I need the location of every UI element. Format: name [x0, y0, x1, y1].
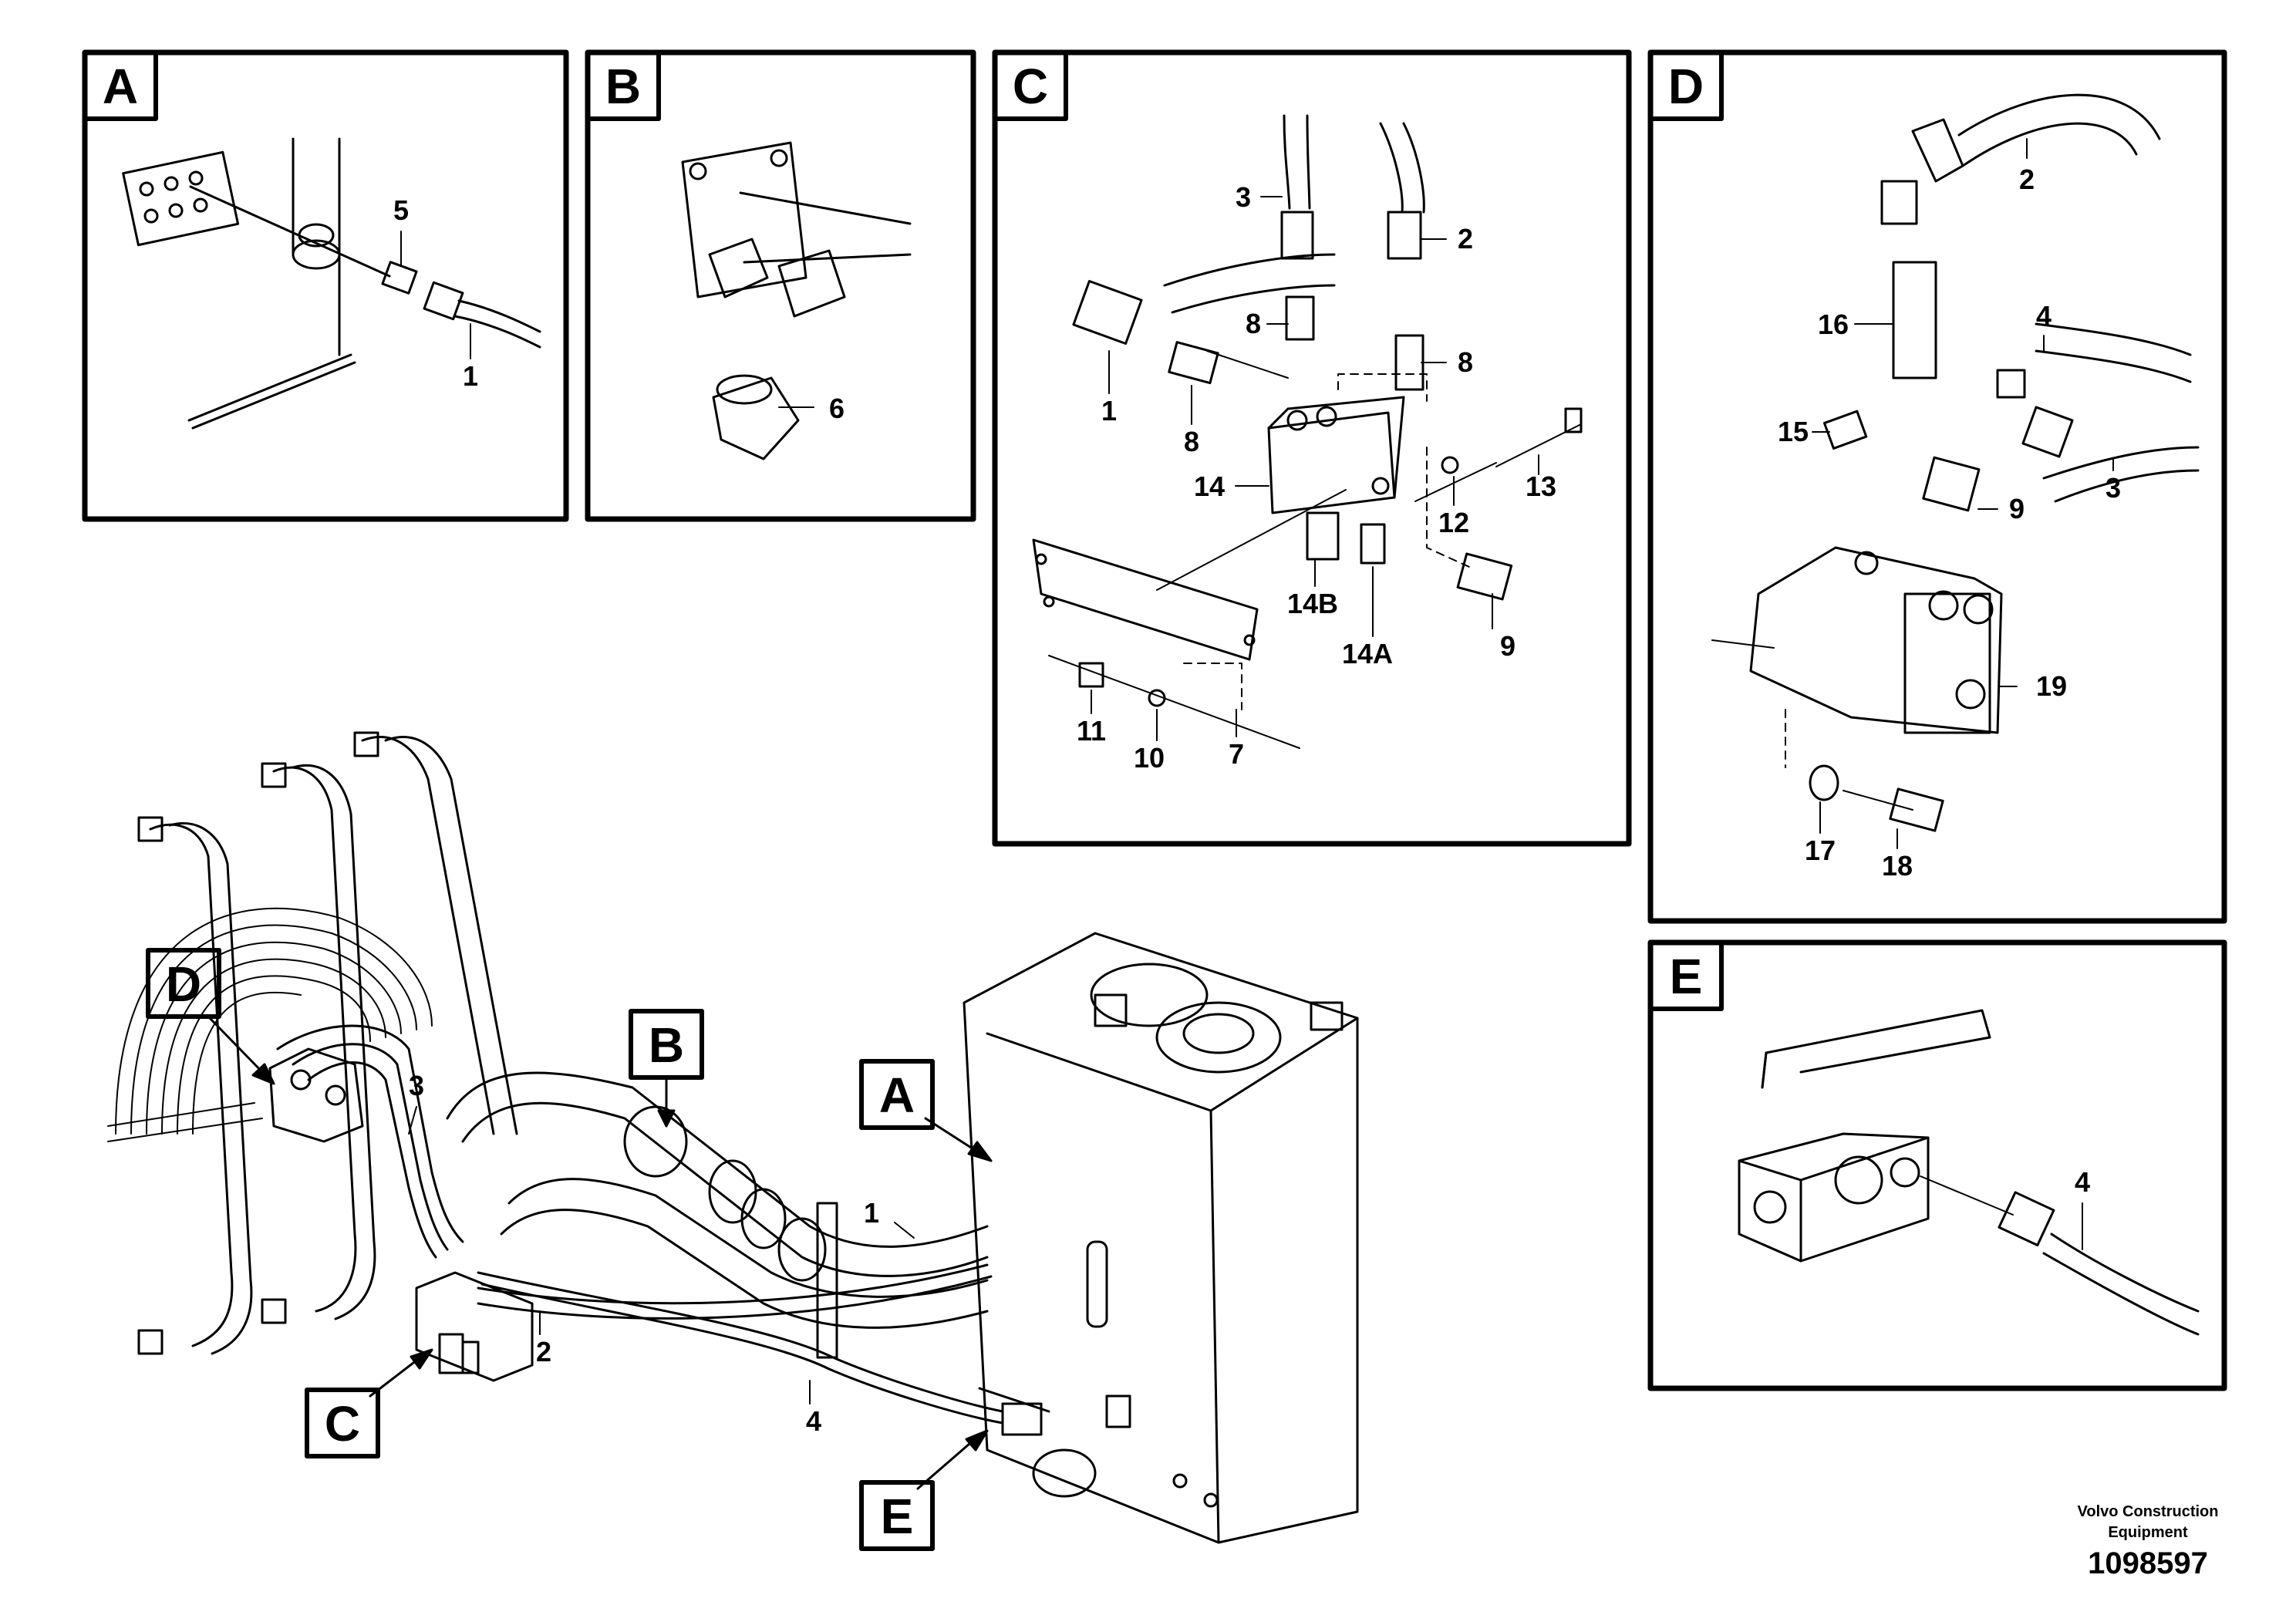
panel-c-tag-box — [993, 50, 1068, 121]
overview-tag-c-box — [305, 1388, 380, 1458]
callout-label: 14 — [1194, 470, 1225, 502]
callout-label: 8 — [1458, 346, 1473, 378]
callout-label: 3 — [1236, 181, 1251, 213]
overview-tag-a: A — [879, 1067, 915, 1123]
callout-label: 15 — [1778, 416, 1809, 447]
overview-tag-arrows — [207, 1015, 993, 1490]
valve-block-c — [415, 1271, 534, 1382]
callout-label: 7 — [1229, 738, 1244, 770]
callout-label: 4 — [2036, 300, 2052, 332]
callout-label: 2 — [2019, 164, 2035, 195]
brand-line-2: Equipment — [2108, 1524, 2188, 1541]
callout-label: 5 — [393, 194, 409, 226]
callout-label: 18 — [1882, 850, 1913, 882]
panel-b-frame — [585, 49, 976, 522]
callout-label: 17 — [1805, 835, 1836, 866]
callout-label: 1 — [1101, 395, 1117, 427]
overview-tag-a-box — [859, 1059, 935, 1130]
callout-label: 19 — [2036, 670, 2067, 702]
panel-e-callouts: 4 — [2075, 1166, 2090, 1198]
panel-b-callouts: 6 — [829, 393, 845, 424]
panel-e-tag: E — [1670, 949, 1703, 1004]
panel-c-tag: C — [1013, 59, 1048, 114]
panel-c-illustration — [1032, 114, 1583, 749]
callout-label: 10 — [1134, 742, 1165, 774]
overview-tag-e-box — [859, 1480, 935, 1551]
panel-d-frame — [1647, 49, 2227, 924]
document-number: 1098597 — [2088, 1546, 2208, 1580]
callout-label: 1 — [463, 360, 478, 392]
pump-d — [268, 1047, 364, 1143]
panel-d-tag-box — [1648, 50, 1724, 121]
panel-d-illustration — [1711, 93, 2200, 832]
callout-label: 2 — [1458, 223, 1473, 255]
panel-a-tag: A — [103, 59, 138, 114]
panel-d-leaders — [1812, 138, 2114, 849]
footer: Volvo Construction Equipment 1098597 — [2078, 1503, 2219, 1580]
callout-label: 2 — [536, 1336, 551, 1367]
overview-tag-d-box — [146, 948, 221, 1019]
callout-label: 3 — [2106, 472, 2121, 504]
overview-tag-c: C — [325, 1396, 360, 1452]
detail-panel-c — [992, 49, 1632, 847]
detail-panel-e — [1647, 939, 2227, 1391]
panel-b-tag: B — [605, 59, 641, 114]
overview-tag-boxes — [146, 948, 935, 1551]
panel-e-illustration — [1738, 1009, 2200, 1336]
panel-a-frame — [82, 49, 569, 522]
cooler-frame — [137, 731, 518, 1355]
callout-label: 9 — [2009, 493, 2025, 524]
panel-d-callouts: 2 16 4 15 3 9 19 17 18 — [1778, 164, 2121, 882]
overview-callouts: 3 1 2 4 — [409, 1070, 879, 1437]
overview-leaders — [408, 1106, 915, 1404]
callout-label: 14A — [1342, 638, 1393, 669]
callout-label: 4 — [806, 1405, 821, 1437]
panel-e-tag-box — [1648, 940, 1724, 1011]
callout-label: 8 — [1184, 426, 1199, 457]
panel-a-tag-box — [83, 50, 158, 121]
overview-tags: D B A C E — [166, 956, 915, 1544]
panel-b-illustration — [681, 141, 912, 460]
callout-label: 13 — [1526, 470, 1556, 502]
panel-a-illustration — [122, 137, 541, 430]
panel-d-tag: D — [1668, 59, 1704, 114]
panel-c-frame — [992, 49, 1632, 847]
panel-b-tag-box — [585, 50, 661, 121]
callout-label: 12 — [1438, 507, 1469, 538]
callout-label: 14B — [1287, 588, 1338, 619]
callout-label: 11 — [1077, 715, 1106, 747]
panel-c-callouts: 3 2 8 8 1 8 14 12 13 14B 14A 9 11 10 7 — [1077, 181, 1556, 774]
hydraulic-tank — [963, 932, 1359, 1544]
overview-tag-e: E — [881, 1489, 914, 1544]
detail-panel-a — [82, 49, 569, 522]
panel-tags: A B C D E — [103, 59, 1704, 1004]
callout-label: 1 — [864, 1197, 879, 1229]
overview-tag-d: D — [166, 956, 201, 1012]
overview-assembly — [107, 731, 1359, 1551]
panel-e-frame — [1647, 939, 2227, 1391]
suction-pipes — [446, 1071, 989, 1359]
callout-label: 3 — [409, 1070, 424, 1101]
callout-label: 4 — [2075, 1166, 2090, 1198]
callout-label: 9 — [1500, 630, 1515, 662]
callout-label: 6 — [829, 393, 845, 424]
panel-a-callouts: 5 1 — [393, 194, 478, 392]
fan-guard — [107, 907, 433, 1142]
brand-line-1: Volvo Construction — [2078, 1503, 2219, 1520]
overview-tag-b: B — [649, 1017, 684, 1073]
panel-c-leaders — [1091, 196, 1539, 741]
detail-panel-d — [1647, 49, 2227, 924]
hose-bundle — [276, 1024, 1004, 1425]
callout-label: 8 — [1246, 308, 1261, 339]
callout-label: 16 — [1818, 309, 1849, 340]
detail-panel-b — [585, 49, 976, 522]
